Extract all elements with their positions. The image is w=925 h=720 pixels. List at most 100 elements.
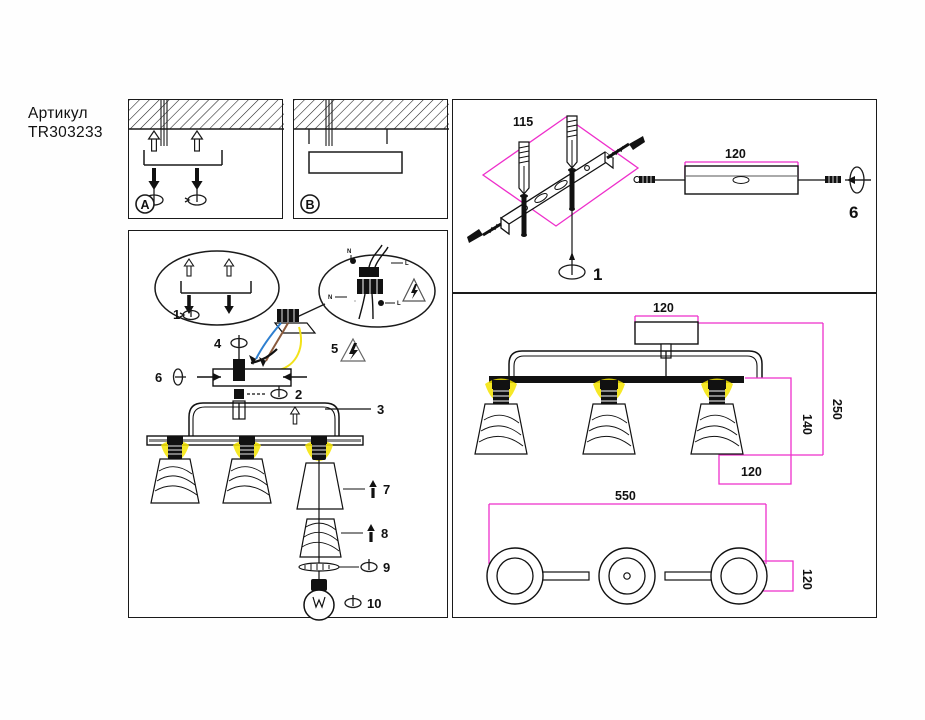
bottom-shade-3 xyxy=(710,547,768,605)
lamp-head-1 xyxy=(150,436,200,504)
panel-b-badge: B xyxy=(300,194,320,214)
bracket-slot-2 xyxy=(554,180,568,190)
panel-dimensions: 120 250 140 120 xyxy=(452,293,877,618)
callout-step2: 2 xyxy=(295,387,302,402)
callout-step5: 5 xyxy=(331,341,338,356)
callout-bracket-step1: 1 xyxy=(593,265,602,284)
callout-step6: 6 xyxy=(155,370,162,385)
bracket-legs-b xyxy=(308,129,388,144)
callout-step7: 7 xyxy=(383,482,390,497)
article-code: TR303233 xyxy=(28,124,103,141)
callout-group-canopy-step6: 6 xyxy=(845,166,871,222)
shade-3-inner xyxy=(299,518,342,558)
front-lamp-head-3 xyxy=(690,378,744,455)
wall-anchor-right xyxy=(566,115,578,169)
bottom-view: 550 120 xyxy=(486,489,814,605)
dimension-550-label: 550 xyxy=(615,489,636,503)
article-label: Артикул xyxy=(28,105,88,122)
terminal-block-main xyxy=(273,309,317,334)
panel-a-drawing: A xyxy=(129,100,284,214)
terminal-block-detail: N L N L xyxy=(328,244,409,320)
fixture-body: 3 xyxy=(146,402,390,621)
dimension-shade-lines xyxy=(718,377,792,485)
panel-b-drawing: B xyxy=(294,100,449,214)
panel-a-badge: A xyxy=(135,194,155,214)
shade-1-ribs xyxy=(154,466,198,496)
socket-1 xyxy=(168,442,182,460)
callout-step1: 1 xyxy=(173,307,180,322)
callout-group-bracket-step1: 1 xyxy=(558,210,602,284)
dimension-250-label: 250 xyxy=(830,399,844,420)
callout-group-step10: 10 xyxy=(344,595,381,611)
hardware-drawing: 115 xyxy=(467,115,871,284)
mount-bracket xyxy=(143,150,223,166)
callout-bubble-wiring: N L N L xyxy=(296,244,436,328)
panel-b-badge-text: B xyxy=(305,198,314,212)
shade-1 xyxy=(150,458,200,504)
bracket-slot-1 xyxy=(534,193,548,203)
callout-step9: 9 xyxy=(383,560,390,575)
bracket-screw-right xyxy=(568,168,576,211)
shade-2-ribs xyxy=(226,466,270,496)
front-lamp-head-2 xyxy=(582,378,636,455)
bulb xyxy=(303,579,335,621)
socket-2 xyxy=(240,442,254,460)
lamp-head-2 xyxy=(222,436,272,504)
bracket-screw-left xyxy=(520,194,528,237)
canopy-screw-left xyxy=(633,175,685,184)
bottom-shade-2 xyxy=(598,547,656,605)
article-title: Артикул TR303233 xyxy=(28,104,103,142)
panel-mount-b: B xyxy=(293,99,449,219)
terminal-label-n-bottom: N xyxy=(328,295,332,301)
panel-hardware: 115 xyxy=(452,99,877,293)
front-view: 120 250 140 120 xyxy=(474,301,844,485)
fixture-arc-bar-inner xyxy=(192,406,336,438)
arc-bar-inner-front xyxy=(513,355,758,378)
arc-bar-outer-front xyxy=(508,350,763,378)
panel-a-badge-text: A xyxy=(140,198,149,212)
fixing-nut xyxy=(234,389,244,399)
callout-group-step3: 3 xyxy=(289,402,384,425)
canopy-front xyxy=(634,321,699,345)
supply-cable-b xyxy=(325,100,333,146)
terminal-label-l-top: L xyxy=(405,261,409,267)
panel-exploded-assembly: 1 xyxy=(128,230,448,621)
shade-3-outer xyxy=(296,462,344,510)
shade-2 xyxy=(222,458,272,504)
side-screw-upper xyxy=(606,136,645,160)
mounting-bracket-iso xyxy=(499,151,615,236)
dimension-canopy-120-label: 120 xyxy=(653,301,674,315)
arrow-down-pair xyxy=(148,168,203,190)
retaining-ring xyxy=(298,562,340,572)
arrow-up-pair xyxy=(147,129,204,152)
terminal-label-l-bottom: L xyxy=(397,301,401,307)
callout-step8: 8 xyxy=(381,526,388,541)
fixture-arc-bar-outer xyxy=(188,402,340,438)
callout-step3: 3 xyxy=(377,402,384,417)
ceiling-hatch xyxy=(129,100,284,129)
dimension-depth-120-label: 120 xyxy=(800,569,814,590)
ceiling-hatch-b xyxy=(294,100,449,129)
dimension-115-label: 115 xyxy=(513,115,533,129)
callout-group-step8: 8 xyxy=(341,524,388,542)
shade-3-ribs xyxy=(301,522,340,552)
front-lamp-head-1 xyxy=(474,378,528,455)
supply-cable xyxy=(160,100,168,146)
socket-3 xyxy=(312,442,326,460)
bottom-shade-1 xyxy=(486,547,544,605)
wall-anchor-left xyxy=(518,141,530,195)
dimension-550-lines xyxy=(488,503,767,564)
rail-front xyxy=(489,376,744,383)
panel-mount-a: A xyxy=(128,99,284,219)
callout-step10: 10 xyxy=(367,596,381,611)
side-screw-lower xyxy=(467,222,502,243)
dimension-140-label: 140 xyxy=(800,414,814,435)
callout-group-step7: 7 xyxy=(343,480,390,498)
lamp-head-3 xyxy=(296,436,344,621)
canopy-collar xyxy=(233,359,245,381)
callout-step4: 4 xyxy=(214,336,222,351)
canopy-slot xyxy=(732,176,750,184)
wire-neutral xyxy=(255,322,282,360)
dimension-shade-120-label: 120 xyxy=(741,465,762,479)
